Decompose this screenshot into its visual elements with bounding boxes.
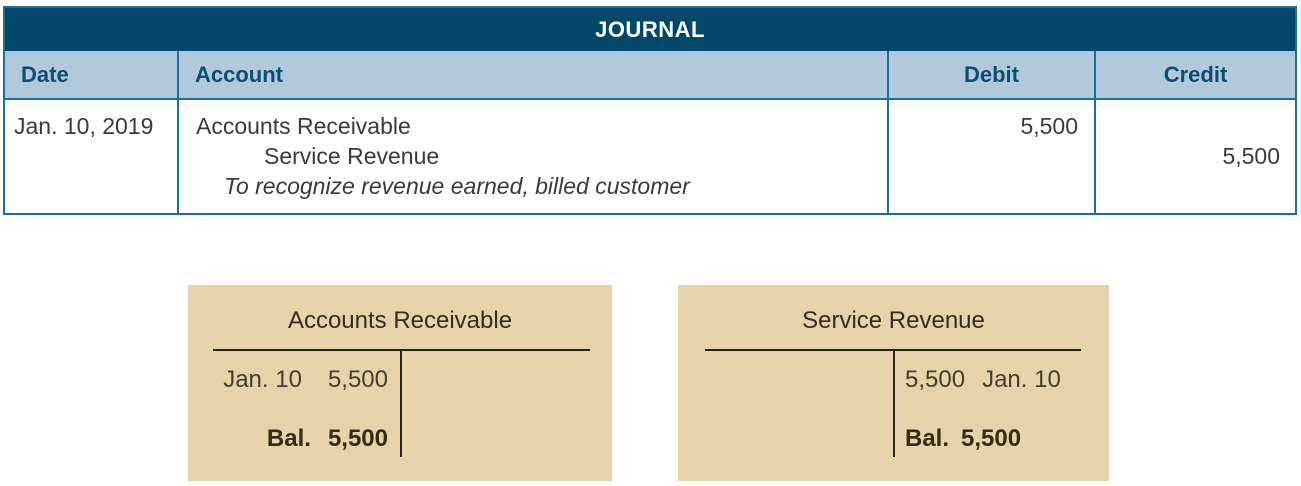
t-balance-label: Bal. bbox=[905, 425, 950, 452]
entry-memo: To recognize revenue earned, billed cust… bbox=[224, 173, 690, 199]
t-entry-amount: 5,500 bbox=[905, 366, 966, 393]
t-account-vertical-rule bbox=[893, 349, 895, 457]
entry-credit-account-name: Service Revenue bbox=[264, 143, 440, 169]
entry-debit-account-name: Accounts Receivable bbox=[196, 113, 411, 139]
column-header-date: Date bbox=[21, 62, 69, 87]
t-account-debit-entry: Jan. 10 5,500 bbox=[223, 366, 388, 394]
t-account-title: Accounts Receivable bbox=[287, 307, 513, 334]
t-balance-amount: 5,500 bbox=[961, 425, 1022, 452]
t-entry-amount: 5,500 bbox=[327, 366, 388, 393]
entry-debit-amount: 5,500 bbox=[1020, 113, 1078, 139]
t-balance-label: Bal. bbox=[266, 425, 311, 452]
entry-credit-amount: 5,500 bbox=[1222, 143, 1280, 169]
journal-entry-row: Jan. 10, 2019 Accounts Receivable Servic… bbox=[5, 100, 1295, 213]
journal-table: JOURNAL Date Account Debit Credit Jan. 1… bbox=[3, 6, 1297, 215]
t-account-service-revenue: Service Revenue 5,500 Jan. 10 Bal. 5,500 bbox=[678, 285, 1109, 481]
journal-table-title: JOURNAL bbox=[5, 8, 1295, 51]
t-account-credit-entry: 5,500 Jan. 10 bbox=[905, 366, 1061, 394]
entry-accounts: Accounts Receivable Service Revenue To r… bbox=[177, 100, 887, 213]
journal-header-row: Date Account Debit Credit bbox=[5, 51, 1295, 100]
column-header-credit: Credit bbox=[1094, 51, 1295, 98]
t-entry-date: Jan. 10 bbox=[982, 366, 1061, 393]
entry-debit-cell: 5,500 bbox=[887, 100, 1094, 213]
entry-date: Jan. 10, 2019 bbox=[14, 113, 154, 139]
entry-credit-cell: 5,500 bbox=[1094, 100, 1295, 213]
column-header-debit: Debit bbox=[887, 51, 1094, 98]
column-header-account: Account bbox=[177, 51, 887, 98]
t-account-title: Service Revenue bbox=[802, 307, 985, 334]
t-account-vertical-rule bbox=[400, 349, 402, 457]
t-account-balance: Bal. 5,500 bbox=[267, 425, 388, 453]
t-entry-date: Jan. 10 bbox=[223, 366, 302, 393]
t-account-balance: Bal. 5,500 bbox=[905, 425, 1021, 453]
t-account-accounts-receivable: Accounts Receivable Jan. 10 5,500 Bal. 5,5… bbox=[188, 285, 612, 481]
t-balance-amount: 5,500 bbox=[327, 425, 388, 452]
